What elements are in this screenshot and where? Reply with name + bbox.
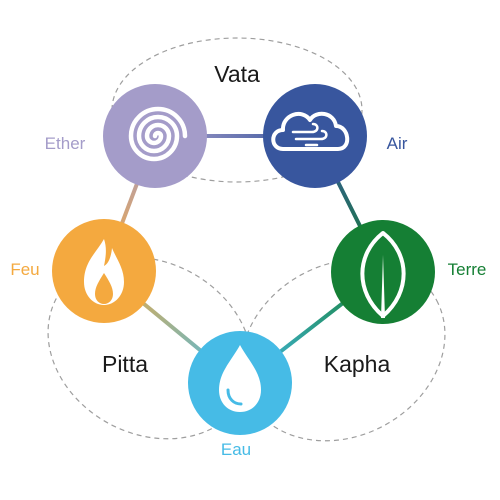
kapha-loop bbox=[240, 258, 446, 442]
eau-node bbox=[188, 331, 292, 435]
ether-node bbox=[103, 84, 207, 188]
air-node bbox=[263, 84, 367, 188]
terre-label: Terre bbox=[448, 260, 487, 279]
feu-label: Feu bbox=[10, 260, 39, 279]
air-label: Air bbox=[387, 134, 408, 153]
spiral-icon bbox=[128, 106, 188, 162]
vata-loop bbox=[111, 37, 363, 183]
terre-node bbox=[331, 220, 435, 324]
cloud-wind-icon bbox=[271, 111, 350, 151]
eau-label: Eau bbox=[221, 440, 251, 459]
feu-node bbox=[52, 219, 156, 323]
ether-label: Ether bbox=[45, 134, 86, 153]
pitta-label: Pitta bbox=[102, 351, 148, 377]
kapha-label: Kapha bbox=[324, 351, 391, 377]
air-circle bbox=[263, 84, 367, 188]
leaf-icon bbox=[360, 231, 406, 318]
vata-label: Vata bbox=[214, 61, 260, 87]
flame-icon bbox=[84, 239, 124, 305]
water-drop-icon bbox=[219, 345, 261, 412]
